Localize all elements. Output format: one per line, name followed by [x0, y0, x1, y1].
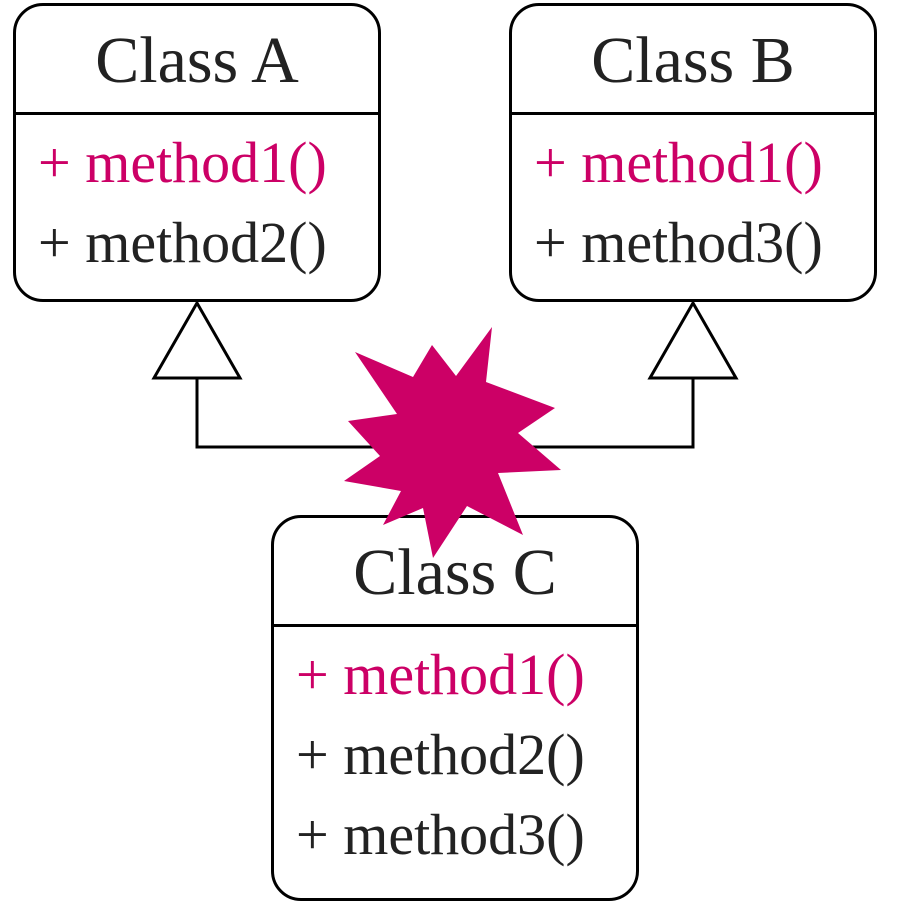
class-c-method2: + method2() [296, 722, 585, 787]
inheritance-line-c-to-b [455, 378, 695, 449]
class-a-method1: + method1() [38, 130, 327, 195]
class-a-method2: + method2() [38, 210, 327, 275]
class-a-methods: + method1() + method2() [16, 115, 378, 283]
class-c-method3: + method3() [296, 802, 585, 867]
inheritance-line-c-to-a [195, 378, 457, 520]
class-b-method1: + method1() [534, 130, 823, 195]
class-c-name: Class C [274, 518, 636, 627]
class-a-box[interactable]: Class A + method1() + method2() [13, 3, 381, 302]
inheritance-arrowhead-b [647, 299, 739, 380]
class-c-box[interactable]: Class C + method1() + method2() + method… [271, 515, 639, 901]
class-b-methods: + method1() + method3() [512, 115, 874, 283]
class-c-methods: + method1() + method2() + method3() [274, 627, 636, 875]
class-b-name: Class B [512, 6, 874, 115]
class-c-method1: + method1() [296, 642, 585, 707]
inheritance-arrowhead-a [151, 299, 243, 380]
class-b-method3: + method3() [534, 210, 823, 275]
class-b-box[interactable]: Class B + method1() + method3() [509, 3, 877, 302]
class-a-name: Class A [16, 6, 378, 115]
